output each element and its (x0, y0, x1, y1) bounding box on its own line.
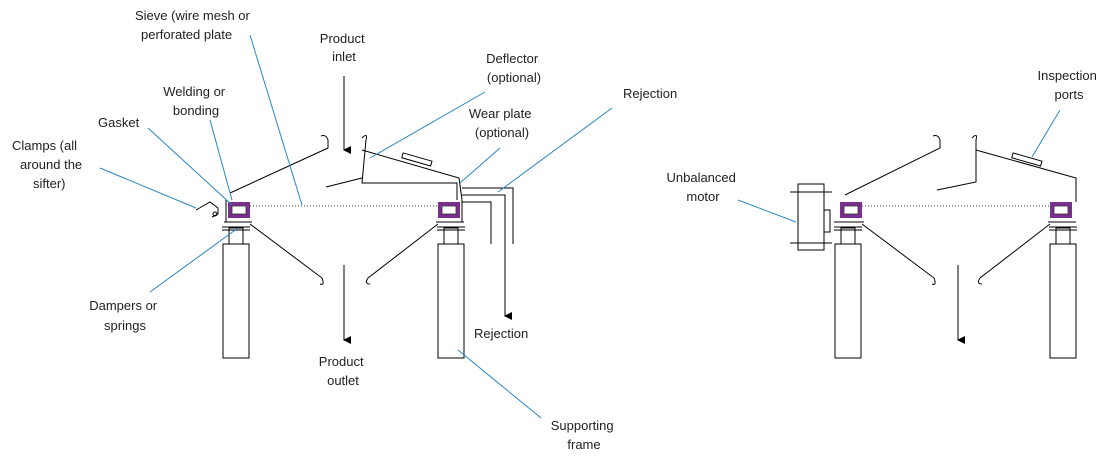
rejection-chute-inner (462, 201, 492, 244)
leader-unbalanced-motor (737, 199, 797, 223)
label-clamps: Clamps (all around the sifter) (12, 138, 86, 191)
hood-slope (361, 149, 463, 201)
right-gasket-pad-right (1048, 202, 1076, 223)
right-sifter (790, 134, 1077, 359)
hood-left (229, 135, 329, 194)
leader-rejection (497, 107, 613, 193)
rejection-chute-mid (462, 194, 506, 244)
right-gasket-pad-left (834, 202, 864, 223)
right-cone-left (861, 223, 936, 285)
deflector-plate (325, 177, 363, 188)
leader-deflector (369, 91, 486, 159)
leader-supporting-frame (457, 349, 542, 419)
hood-right (361, 134, 458, 200)
clamp (195, 201, 219, 218)
left-sifter (195, 76, 514, 359)
unbalanced-motor (790, 183, 832, 251)
right-hood-inner (936, 134, 977, 191)
label-inspection-ports: Inspection ports (1038, 68, 1101, 102)
right-sifter-damper-left (834, 226, 862, 245)
label-wear-plate: Wear plate (optional) (469, 106, 535, 140)
leader-inspection-ports (1031, 109, 1061, 158)
cone-right (365, 223, 439, 285)
leader-clamps (99, 167, 197, 209)
right-support-post (437, 243, 465, 359)
label-rejection-bottom: Rejection (474, 326, 528, 341)
leader-wear-plate (459, 147, 501, 184)
right-hood-slope (975, 149, 1077, 202)
leader-lines (99, 34, 1061, 419)
label-supporting-frame: Supporting frame (551, 418, 618, 452)
clamp-pin (212, 211, 218, 217)
wear-plate (401, 152, 433, 167)
label-product-outlet: Product outlet (319, 354, 367, 388)
damper-right (437, 226, 465, 245)
left-support-post (222, 243, 250, 359)
inspection-port-plate (1011, 152, 1043, 167)
labels: Sieve (wire mesh or perforated plate Pro… (12, 8, 1101, 452)
right-sifter-damper-right (1049, 226, 1077, 245)
leader-welding (209, 119, 233, 201)
rejection-chute-outer (462, 187, 514, 244)
label-gasket: Gasket (98, 115, 140, 130)
right-cone-right (977, 223, 1051, 285)
label-sieve: Sieve (wire mesh or perforated plate (135, 8, 254, 42)
label-deflector: Deflector (optional) (486, 51, 542, 85)
label-product-inlet: Product inlet (320, 31, 368, 64)
cone-left (249, 223, 324, 285)
leader-gasket (147, 127, 233, 206)
label-dampers: Dampers or springs (89, 298, 161, 333)
label-unbalanced-motor: Unbalanced motor (666, 170, 739, 204)
right-hood-left (844, 135, 941, 196)
label-rejection-top: Rejection (623, 86, 677, 101)
right-sifter-post-left (834, 243, 862, 359)
gasket-pad-right (436, 200, 464, 223)
label-welding: Welding or bonding (163, 84, 229, 118)
leader-sieve (249, 34, 303, 206)
gasket-pad-left (224, 200, 252, 223)
right-sifter-post-right (1049, 243, 1077, 359)
leader-dampers (149, 227, 239, 293)
